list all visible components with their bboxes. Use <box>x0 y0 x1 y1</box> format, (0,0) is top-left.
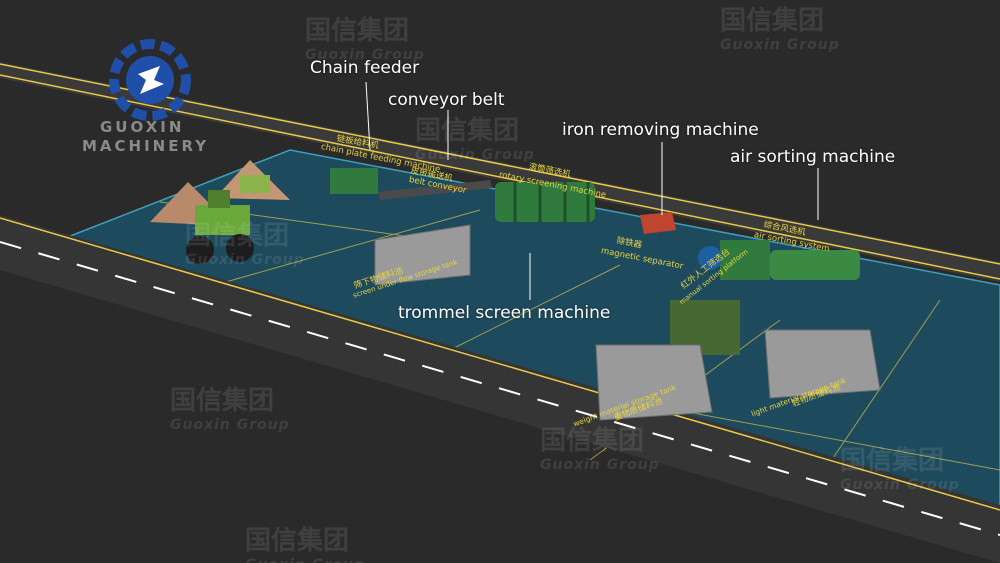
callout-conveyor-belt: conveyor belt <box>388 90 505 110</box>
callout-leader-lines <box>365 81 819 300</box>
chain-feeder-machine <box>330 168 378 194</box>
callout-iron-removing: iron removing machine <box>562 120 759 140</box>
lower-road-edge <box>0 217 1000 511</box>
callout-trommel-screen: trommel screen machine <box>398 303 611 323</box>
trommel-screen-machine <box>495 182 595 222</box>
air-sorting-machine <box>698 240 860 280</box>
wheel-loader <box>186 175 270 264</box>
iron-removing-machine <box>640 212 676 234</box>
upper-road-edge-line-2 <box>0 74 1000 280</box>
guoxin-gear-logo-icon <box>109 39 191 121</box>
brand-name: GUOXIN <box>100 118 185 136</box>
belt-conveyor-machine <box>378 180 492 200</box>
lower-road-center-dash <box>0 241 1000 536</box>
callout-chain-feeder: Chain feeder <box>310 58 420 78</box>
upper-road-edge-line <box>0 63 1000 265</box>
callout-air-sorting: air sorting machine <box>730 147 896 167</box>
brand-subtitle: MACHINERY <box>82 137 210 155</box>
upper-road <box>0 62 1000 282</box>
storage-tanks <box>374 224 881 421</box>
